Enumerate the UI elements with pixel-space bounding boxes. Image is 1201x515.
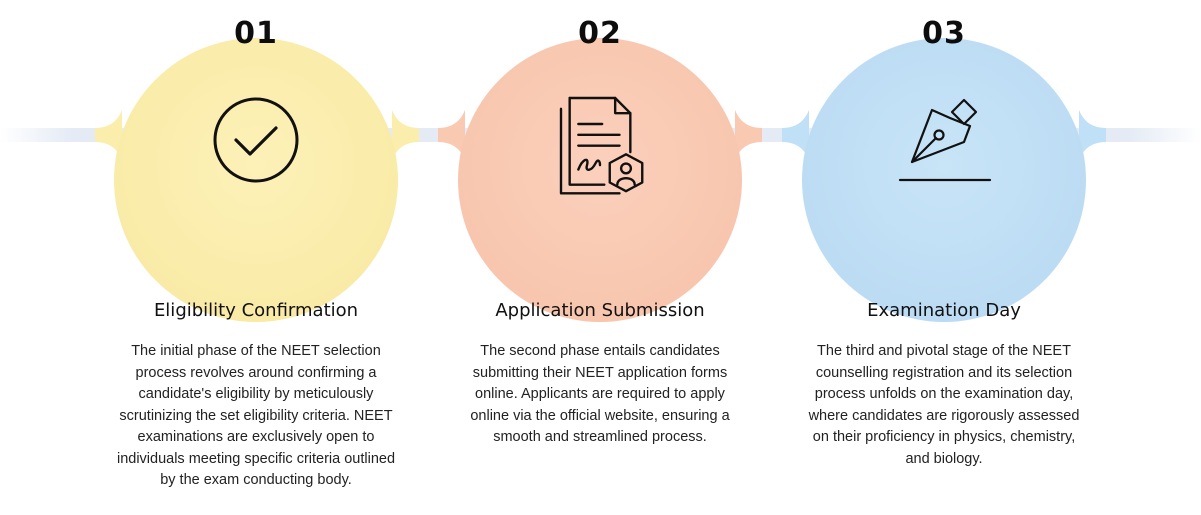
step-description-2: The second phase entails candidates subm… bbox=[470, 343, 730, 445]
connector-ear-3-right bbox=[1079, 110, 1106, 160]
connector-ear-3-left bbox=[782, 110, 809, 160]
step-title-3: Examination Day bbox=[867, 300, 1021, 321]
connector-ear-2-right bbox=[735, 110, 762, 160]
step-title-2: Application Submission bbox=[495, 300, 705, 321]
step-title-1: Eligibility Confirmation bbox=[153, 300, 359, 321]
step-number-2: 02 bbox=[578, 16, 622, 51]
step-number-1: 01 bbox=[234, 16, 278, 51]
fountain-pen-icon bbox=[898, 98, 992, 182]
application-form-icon bbox=[559, 96, 644, 195]
step-description-1: The initial phase of the NEET selection … bbox=[116, 343, 396, 488]
check-circle-icon bbox=[213, 97, 299, 183]
connector-ear-1-left bbox=[95, 110, 122, 160]
step-number-3: 03 bbox=[922, 16, 966, 51]
step-circle-2 bbox=[458, 38, 742, 322]
connector-ear-2-left bbox=[438, 110, 465, 160]
connector-ear-1-right bbox=[392, 110, 419, 160]
step-description-3: The third and pivotal stage of the NEET … bbox=[808, 343, 1080, 467]
